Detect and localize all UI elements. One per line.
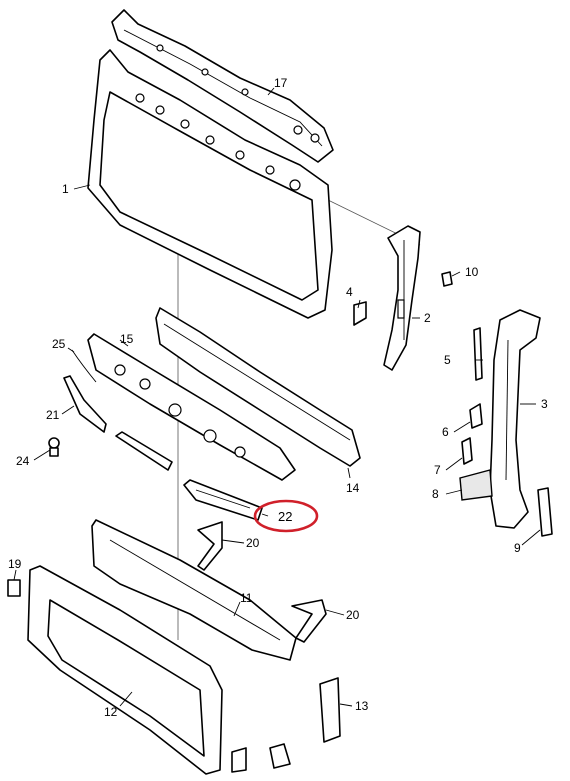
- callout-12: 12: [104, 705, 118, 719]
- callout-20-upper: 20: [246, 536, 260, 550]
- part-bottom-bracket-a: [231, 747, 247, 773]
- part-17-roof-header: [111, 9, 334, 163]
- part-24-fastener: [48, 437, 60, 457]
- part-1-windshield-frame: [87, 49, 333, 319]
- callout-5: 5: [444, 353, 451, 367]
- part-14-cowl-panel: [155, 307, 361, 467]
- callout-7: 7: [434, 463, 441, 477]
- callout-25: 25: [52, 337, 66, 351]
- callout-11: 11: [240, 591, 253, 605]
- part-6-bracket: [469, 403, 483, 429]
- part-12-lower-panel: [27, 565, 223, 775]
- part-9-strip: [537, 487, 553, 537]
- part-13-side-bracket: [319, 677, 341, 743]
- part-4-bracket: [353, 301, 367, 326]
- part-3-rear-pillar: [459, 309, 541, 529]
- part-20-lower-bracket: [291, 599, 327, 643]
- callout-9: 9: [514, 541, 521, 555]
- callout-4: 4: [346, 285, 353, 299]
- part-15-cowl-inner: [87, 333, 296, 481]
- part-7-bracket: [461, 437, 473, 465]
- part-19-clip: [7, 579, 21, 597]
- callout-24: 24: [16, 454, 30, 468]
- callout-20-lower: 20: [346, 608, 360, 622]
- callout-17: 17: [274, 76, 288, 90]
- callout-13: 13: [355, 699, 369, 713]
- callout-6: 6: [442, 425, 449, 439]
- part-11-dash-panel: [91, 519, 297, 661]
- leader-lines: [13, 87, 541, 707]
- part-bottom-bracket-b: [269, 743, 291, 769]
- callout-2: 2: [424, 311, 431, 325]
- part-20-upper-bracket: [197, 521, 223, 571]
- callout-14: 14: [346, 481, 360, 495]
- callout-10: 10: [465, 265, 479, 279]
- part-10-bracket: [441, 271, 453, 287]
- part-25-seal-strip: [71, 349, 97, 383]
- callout-22: 22: [278, 509, 292, 524]
- part-2-a-pillar: [383, 225, 421, 371]
- highlight-ring: [253, 499, 319, 533]
- part-5-bracket: [473, 327, 483, 381]
- part-21-side-trim: [63, 375, 107, 433]
- callout-1: 1: [62, 182, 69, 196]
- callout-3: 3: [541, 397, 548, 411]
- callout-15: 15: [120, 332, 134, 346]
- part-22-vent-panel: [183, 479, 263, 521]
- callout-19: 19: [8, 557, 22, 571]
- part-small-grille: [115, 431, 173, 471]
- callout-8: 8: [432, 487, 439, 501]
- callout-21: 21: [46, 408, 60, 422]
